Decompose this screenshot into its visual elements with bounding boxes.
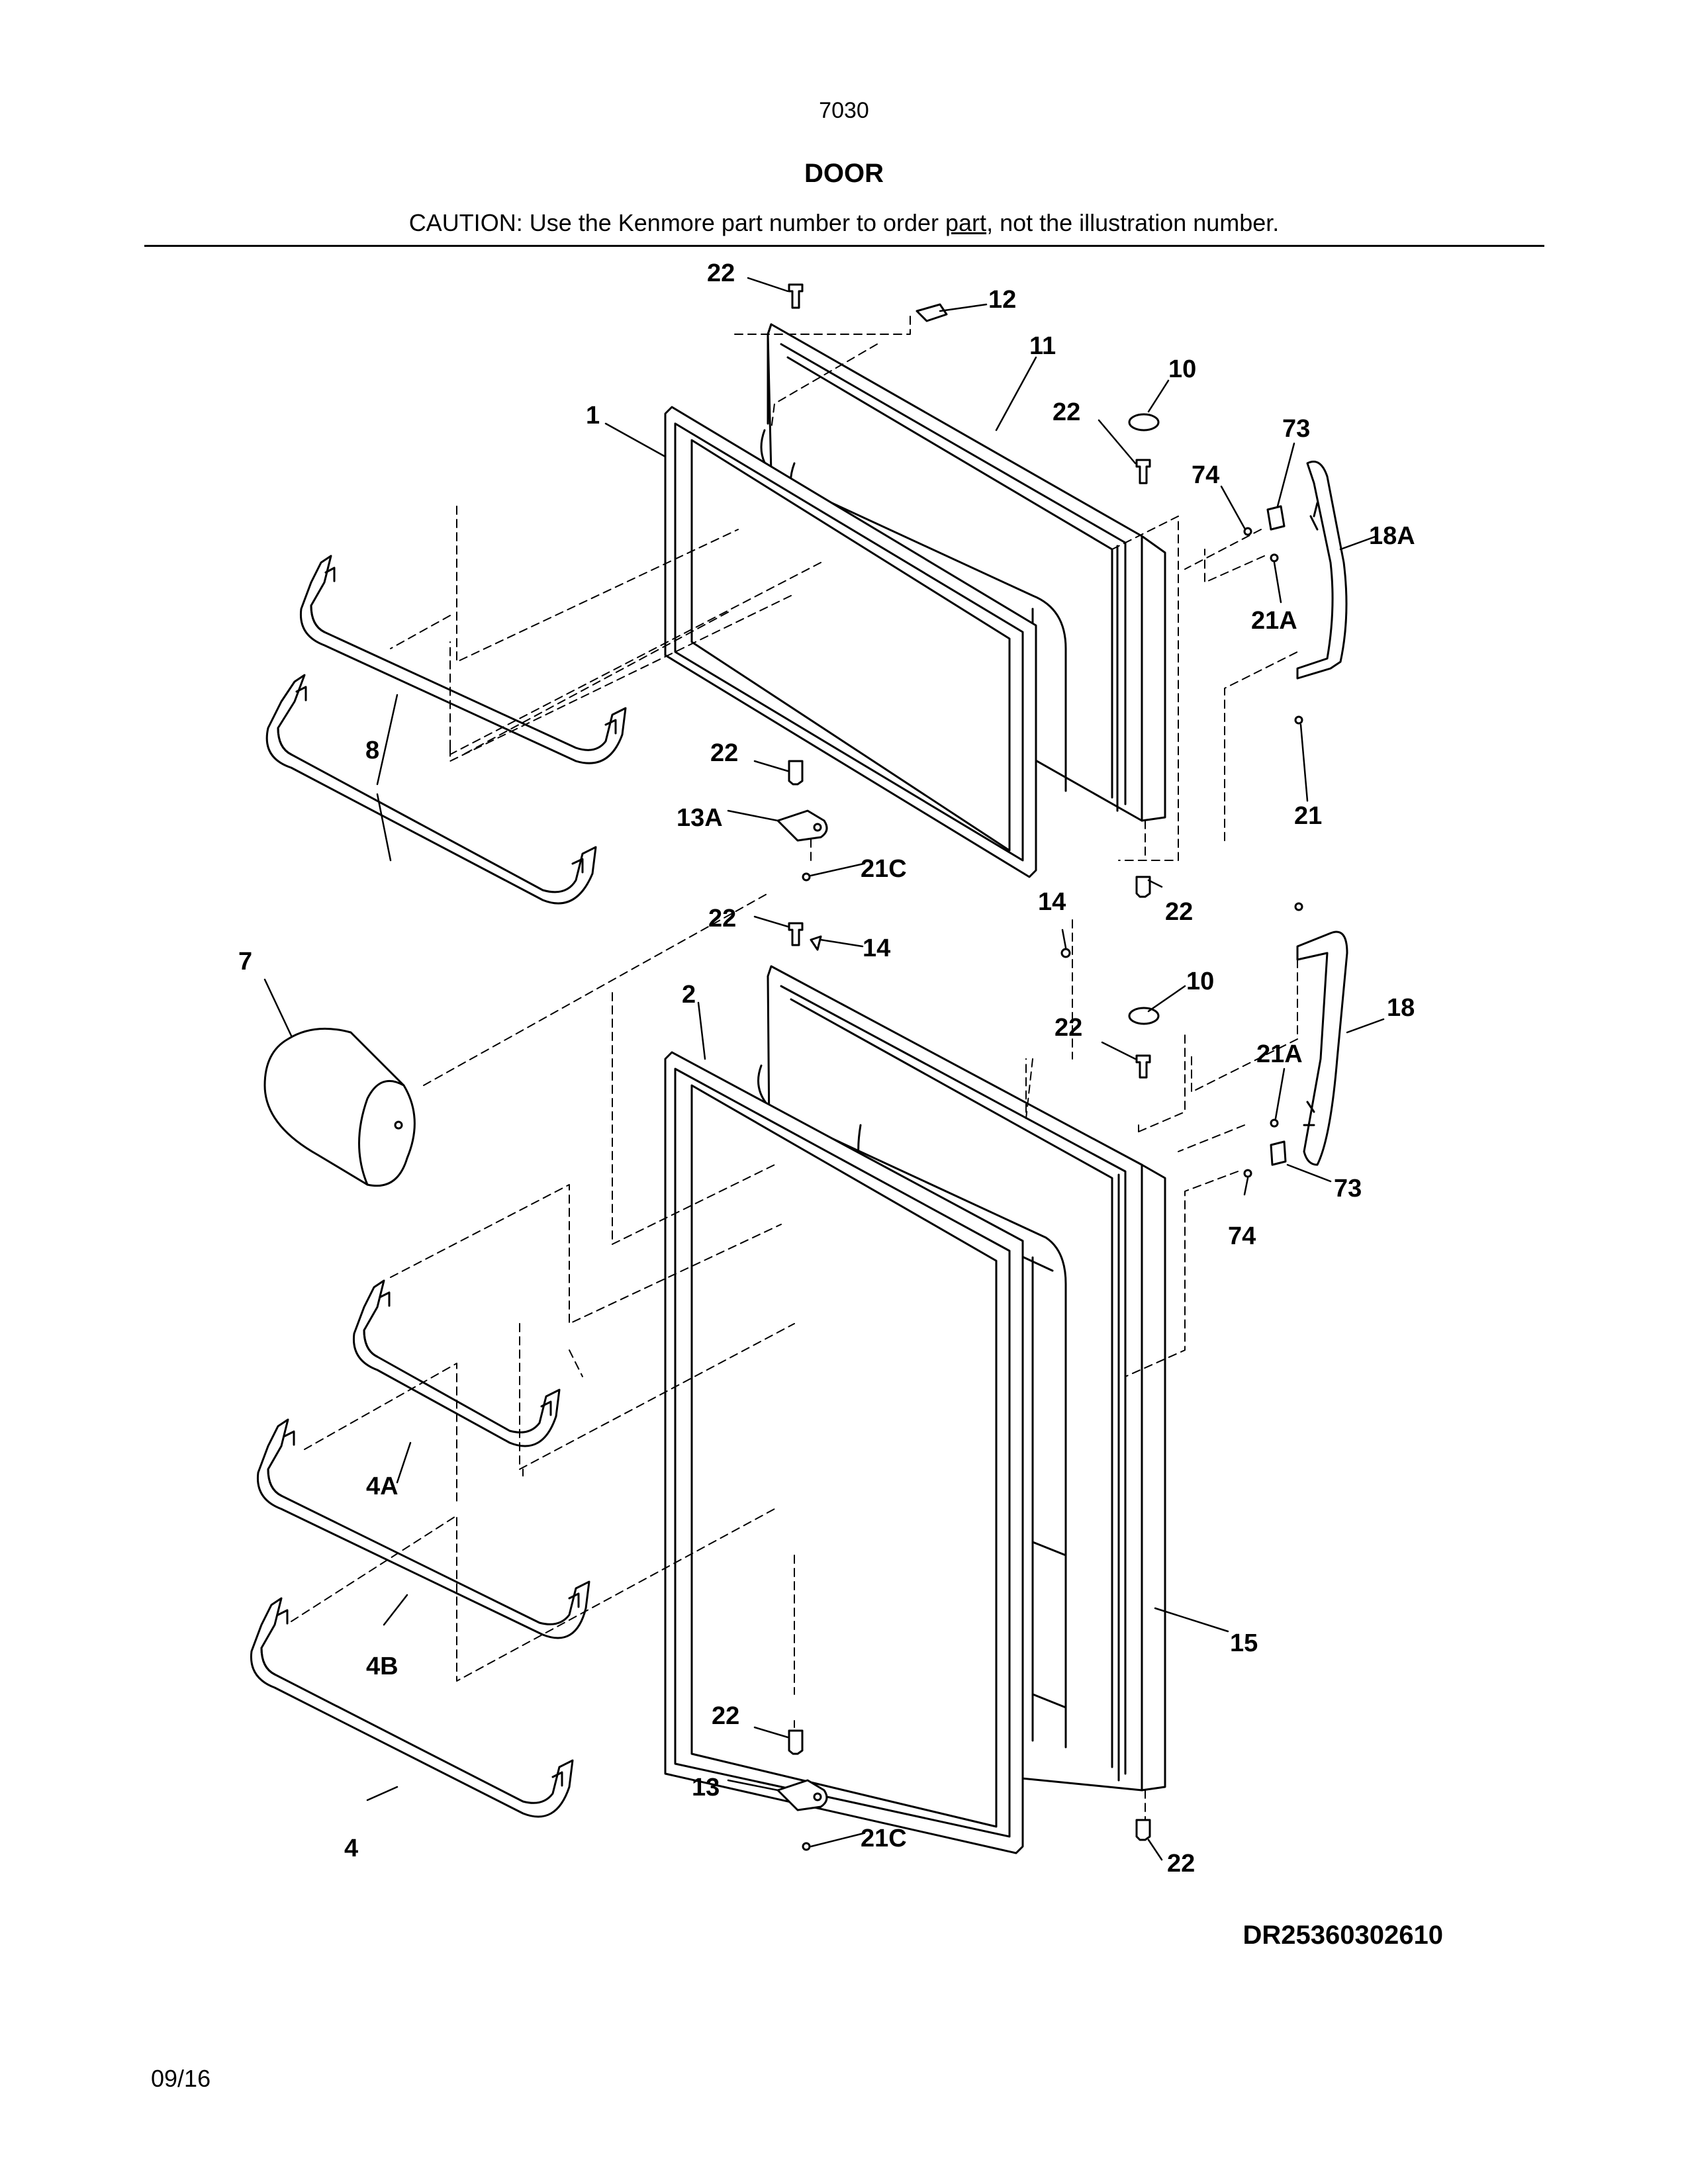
callout-8: 8 bbox=[365, 737, 379, 764]
screw-22-fresh-left-bottom bbox=[788, 1729, 804, 1755]
callout-73-top: 73 bbox=[1282, 415, 1310, 443]
screw-22-fresh-top bbox=[788, 922, 804, 946]
screw-21c-upper bbox=[802, 872, 811, 882]
callout-18a: 18A bbox=[1369, 522, 1415, 550]
freezer-gasket bbox=[664, 406, 1037, 878]
screw-22-freezer-left-bottom bbox=[788, 760, 804, 786]
screw-22-top-freezer bbox=[788, 283, 804, 309]
callout-7: 7 bbox=[238, 948, 252, 976]
callout-22-top-freezer: 22 bbox=[707, 259, 735, 287]
callout-22-fresh-top: 22 bbox=[708, 905, 736, 933]
callout-2: 2 bbox=[682, 981, 696, 1009]
screw-22-fresh-right-bottom bbox=[1135, 1819, 1151, 1841]
screw-21c-lower bbox=[802, 1842, 811, 1851]
screw-21a-bottom bbox=[1270, 1118, 1279, 1128]
hinge-13a bbox=[776, 809, 828, 842]
callout-21a-top: 21A bbox=[1251, 607, 1297, 635]
callout-4b: 4B bbox=[366, 1653, 399, 1680]
screw-22-freezer-right-top bbox=[1135, 459, 1151, 484]
callout-13a: 13A bbox=[677, 804, 723, 832]
callout-21c-lower: 21C bbox=[861, 1825, 907, 1852]
dairy-compartment-cover bbox=[263, 1027, 416, 1187]
screw-74-bottom bbox=[1243, 1169, 1252, 1178]
callout-74-top: 74 bbox=[1192, 461, 1219, 489]
caution-part-word: part bbox=[945, 209, 987, 236]
page-number: 7030 bbox=[819, 98, 869, 123]
callout-10-fresh: 10 bbox=[1186, 968, 1214, 995]
plug-10-freezer bbox=[1128, 413, 1160, 432]
callout-4: 4 bbox=[344, 1835, 358, 1862]
callout-21: 21 bbox=[1294, 802, 1322, 830]
caution-text-prefix: CAUTION: Use the Kenmore part number to … bbox=[408, 209, 946, 236]
section-title: DOOR bbox=[804, 159, 884, 188]
callout-1: 1 bbox=[586, 402, 600, 430]
plug-10-fresh bbox=[1128, 1007, 1160, 1025]
callout-22-fresh-left-bottom: 22 bbox=[712, 1702, 739, 1730]
callout-15: 15 bbox=[1230, 1629, 1258, 1657]
handle-18a-freezer bbox=[1296, 461, 1348, 680]
header-rule bbox=[144, 245, 1544, 247]
callout-21c-upper: 21C bbox=[861, 855, 907, 883]
door-bin-4b bbox=[256, 1418, 590, 1639]
callout-10-freezer: 10 bbox=[1168, 355, 1196, 383]
screw-21-lower bbox=[1294, 902, 1303, 911]
callout-14-left: 14 bbox=[863, 934, 890, 962]
callout-14-right: 14 bbox=[1038, 888, 1066, 916]
callout-12: 12 bbox=[988, 286, 1016, 314]
callout-11: 11 bbox=[1029, 332, 1056, 360]
screw-22-freezer-right-bottom bbox=[1135, 876, 1151, 898]
callout-4a: 4A bbox=[366, 1473, 399, 1500]
handle-18-fresh-food bbox=[1296, 931, 1348, 1166]
callout-22-freezer-right: 22 bbox=[1053, 398, 1080, 426]
assembly-guide-lines bbox=[291, 310, 1298, 1827]
drawing-id: DR25360302610 bbox=[1243, 1921, 1443, 1950]
callout-22-freezer-left-bottom: 22 bbox=[710, 739, 738, 767]
callout-21a-bottom: 21A bbox=[1256, 1040, 1303, 1068]
door-bin-8-upper bbox=[299, 555, 627, 764]
callout-73-bottom: 73 bbox=[1334, 1175, 1362, 1203]
door-bin-8-lower bbox=[265, 674, 597, 905]
hardware-14-right bbox=[1060, 948, 1071, 958]
handle-mount-73-bottom bbox=[1270, 1140, 1287, 1166]
callout-74-bottom: 74 bbox=[1228, 1222, 1256, 1250]
caution-note: CAUTION: Use the Kenmore part number to … bbox=[0, 209, 1688, 237]
callout-22-fresh-right: 22 bbox=[1055, 1014, 1082, 1042]
hinge-13 bbox=[776, 1779, 828, 1811]
callout-22-freezer-right-bottom: 22 bbox=[1165, 898, 1193, 926]
label-12 bbox=[915, 303, 948, 322]
caution-text-suffix: , not the illustration number. bbox=[986, 209, 1280, 236]
door-bin-4 bbox=[250, 1597, 574, 1818]
screw-22-fresh-right-top bbox=[1135, 1054, 1151, 1079]
callout-13: 13 bbox=[692, 1774, 720, 1801]
screw-21-upper bbox=[1294, 715, 1303, 725]
screw-74-top bbox=[1243, 527, 1252, 536]
callout-18: 18 bbox=[1387, 994, 1415, 1022]
hardware-14-left bbox=[810, 935, 822, 951]
fresh-food-gasket bbox=[664, 1051, 1024, 1854]
handle-mount-73-top bbox=[1266, 505, 1286, 531]
revision-date: 09/16 bbox=[151, 2065, 211, 2092]
screw-21a-top bbox=[1270, 553, 1279, 563]
leader-lines bbox=[263, 277, 1385, 1861]
callout-22-fresh-right-bottom: 22 bbox=[1167, 1850, 1195, 1878]
